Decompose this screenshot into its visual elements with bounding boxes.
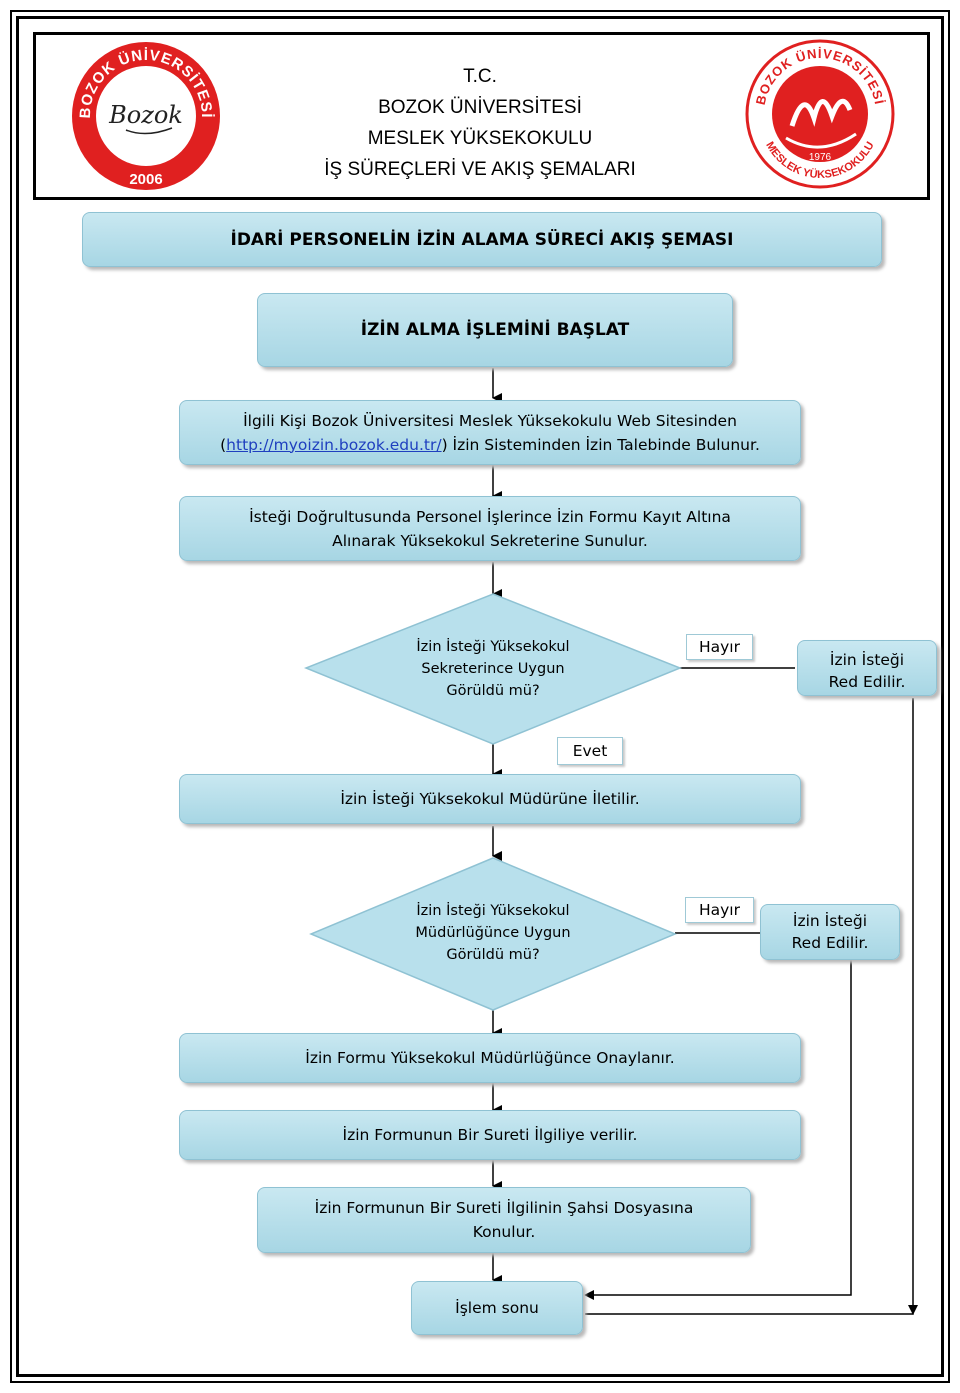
step3-text: İzin İsteği Yüksekokul Müdürüne İletilir… [340,790,640,808]
reject1-box: İzin İsteği Red Edilir. [797,640,937,696]
logo-left-year: 2006 [129,171,162,188]
step5-text: İzin Formunun Bir Sureti İlgiliye verili… [342,1126,638,1144]
reject2-line2: Red Edilir. [791,934,869,952]
start-text: İZİN ALMA İŞLEMİNİ BAŞLAT [360,320,630,340]
step4-box: İzin Formu Yüksekokul Müdürlüğünce Onayl… [179,1033,801,1083]
start-box: İZİN ALMA İŞLEMİNİ BAŞLAT [257,293,733,367]
step1-line1: İlgili Kişi Bozok Üniversitesi Meslek Yü… [243,411,737,430]
decision2-no-label: Hayır [685,897,754,923]
logo-right-year: 1976 [809,152,832,163]
reject1-line2: Red Edilir. [828,673,906,691]
decision1-yes-label: Evet [557,737,623,765]
logo-left-signature: Bozok [108,101,183,129]
step6-box: İzin Formunun Bir Sureti İlgilinin Şahsi… [257,1187,751,1253]
end-text: İşlem sonu [455,1299,539,1317]
decision1-no-label: Hayır [686,634,753,660]
diagram-title: İDARİ PERSONELİN İZİN ALAMA SÜRECİ AKIŞ … [82,212,882,267]
step5-box: İzin Formunun Bir Sureti İlgiliye verili… [179,1110,801,1160]
page-border-outer [10,10,950,1383]
step6-line2: Konulur. [472,1223,536,1241]
step3-box: İzin İsteği Yüksekokul Müdürüne İletilir… [179,774,801,824]
header-line-2: BOZOK ÜNİVERSİTESİ [378,97,582,118]
bozok-university-logo: BOZOK ÜNİVERSİTESİ Bozok 2006 [72,42,220,190]
step2-line1: İsteği Doğrultusunda Personel İşlerince … [249,507,731,526]
reject2-box: İzin İsteği Red Edilir. [760,904,900,960]
header-line-1: T.C. [463,66,497,87]
step1-line2: (http://myoizin.bozok.edu.tr/) İzin Sist… [220,435,760,454]
header-line-3: MESLEK YÜKSEKOKULU [367,128,593,149]
step2-line2: Alınarak Yüksekokul Sekreterine Sunulur. [332,531,648,550]
step4-text: İzin Formu Yüksekokul Müdürlüğünce Onayl… [305,1049,675,1067]
decision1-diamond [303,593,683,745]
step1-box: İlgili Kişi Bozok Üniversitesi Meslek Yü… [179,400,801,465]
header-line-4: İŞ SÜREÇLERİ VE AKIŞ ŞEMALARI [324,159,636,180]
decision1-text: İzin İsteği Yüksekokul Sekreterince Uygu… [416,639,570,699]
step2-box: İsteği Doğrultusunda Personel İşlerince … [179,496,801,561]
end-box: İşlem sonu [411,1281,583,1335]
page-border-inner [16,16,944,1377]
step6-line1: İzin Formunun Bir Sureti İlgilinin Şahsi… [314,1199,694,1217]
reject1-line1: İzin İsteği [829,651,905,669]
izin-system-link[interactable]: http://myoizin.bozok.edu.tr/ [226,435,442,454]
decision2-diamond [309,857,677,1011]
diagram-title-text: İDARİ PERSONELİN İZİN ALAMA SÜRECİ AKIŞ … [230,229,734,250]
decision2-text: İzin İsteği Yüksekokul Müdürlüğünce Uygu… [415,903,571,963]
line-reject1-to-end [585,698,914,1315]
myo-logo: BOZOK ÜNİVERSİTESİ MESLEK YÜKSEKOKULU 19… [745,39,895,189]
line-reject2-to-end [584,960,852,1300]
reject2-line1: İzin İsteği [792,912,868,930]
